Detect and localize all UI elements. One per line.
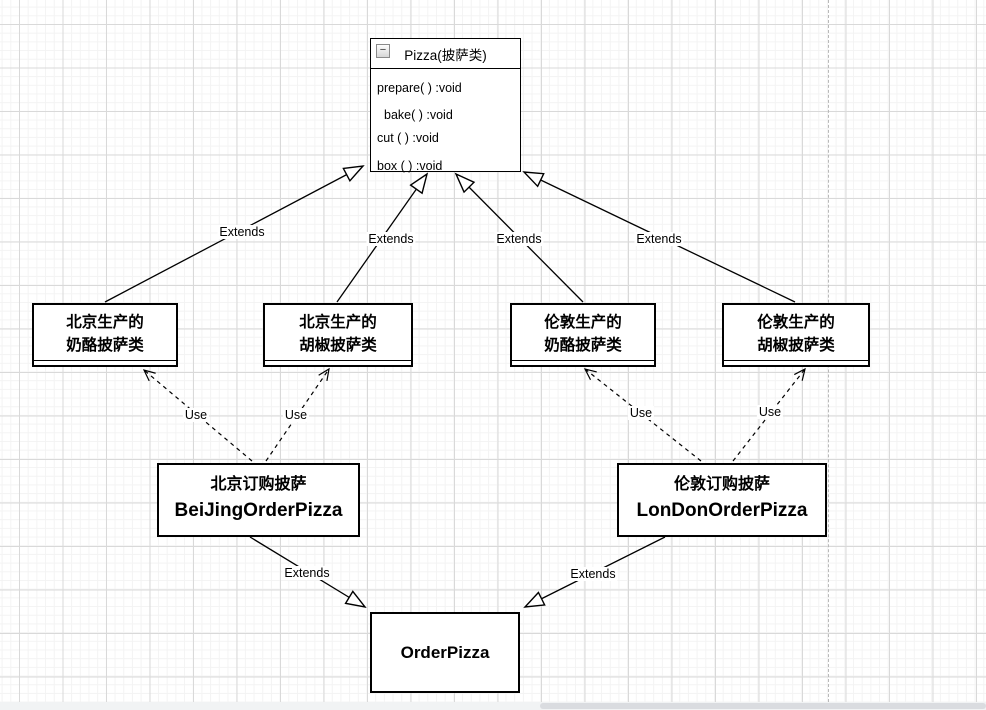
orderpizza-title: OrderPizza	[400, 642, 490, 662]
class-node-beijing-pepper-pizza[interactable]: 北京生产的 胡椒披萨类	[263, 303, 413, 367]
edge-label-extends[interactable]: Extends	[494, 232, 544, 246]
method-prepare: prepare( ) :void	[377, 81, 462, 95]
compartment-separator	[265, 360, 411, 361]
edge-label-use[interactable]: Use	[627, 406, 655, 420]
class-node-orderpizza[interactable]: OrderPizza	[370, 612, 520, 693]
edge-label-extends[interactable]: Extends	[217, 225, 267, 239]
compartment-separator	[34, 360, 176, 361]
node-label-line2: 胡椒披萨类	[757, 337, 835, 354]
node-label-line2: BeiJingOrderPizza	[174, 500, 343, 521]
node-label-line1: 北京订购披萨	[210, 476, 307, 493]
node-label-line2: LonDonOrderPizza	[636, 500, 808, 521]
class-node-london-order-pizza[interactable]: 伦敦订购披萨 LonDonOrderPizza	[617, 463, 827, 537]
edge-label-use[interactable]: Use	[182, 408, 210, 422]
edge-label-extends[interactable]: Extends	[366, 232, 416, 246]
compartment-separator	[724, 360, 868, 361]
pizza-method-list: prepare( ) :void bake( ) :void cut ( ) :…	[371, 69, 520, 174]
node-label-line2: 奶酪披萨类	[544, 337, 622, 354]
class-node-beijing-order-pizza[interactable]: 北京订购披萨 BeiJingOrderPizza	[157, 463, 360, 537]
class-node-beijing-cheese-pizza[interactable]: 北京生产的 奶酪披萨类	[32, 303, 178, 367]
edge-label-extends[interactable]: Extends	[634, 232, 684, 246]
node-label-line1: 伦敦生产的	[544, 314, 622, 331]
method-cut: cut ( ) :void	[377, 131, 439, 145]
node-label-line1: 伦敦生产的	[757, 314, 835, 331]
edge-label-extends[interactable]: Extends	[568, 567, 618, 581]
compartment-separator	[512, 360, 654, 361]
edge-use-beijingorder-pepper[interactable]	[265, 367, 330, 462]
class-node-london-pepper-pizza[interactable]: 伦敦生产的 胡椒披萨类	[722, 303, 870, 367]
node-label-line1: 北京生产的	[66, 314, 144, 331]
edge-label-use[interactable]: Use	[756, 405, 784, 419]
horizontal-scrollbar[interactable]	[0, 702, 986, 710]
horizontal-scrollbar-thumb[interactable]	[540, 703, 986, 709]
method-box: box ( ) :void	[377, 159, 443, 173]
node-label-line1: 伦敦订购披萨	[673, 476, 770, 493]
node-label-line2: 胡椒披萨类	[299, 337, 377, 354]
pizza-class-title: Pizza(披萨类)	[404, 47, 487, 63]
pizza-title-bar: − Pizza(披萨类)	[371, 39, 520, 69]
node-label-line2: 奶酪披萨类	[66, 337, 144, 354]
edge-label-use[interactable]: Use	[282, 408, 310, 422]
class-node-pizza[interactable]: − Pizza(披萨类) prepare( ) :void bake( ) :v…	[370, 38, 521, 174]
method-bake: bake( ) :void	[384, 108, 453, 122]
collapse-icon[interactable]: −	[376, 44, 390, 58]
node-label-line1: 北京生产的	[299, 314, 377, 331]
class-node-london-cheese-pizza[interactable]: 伦敦生产的 奶酪披萨类	[510, 303, 656, 367]
edge-label-extends[interactable]: Extends	[282, 566, 332, 580]
